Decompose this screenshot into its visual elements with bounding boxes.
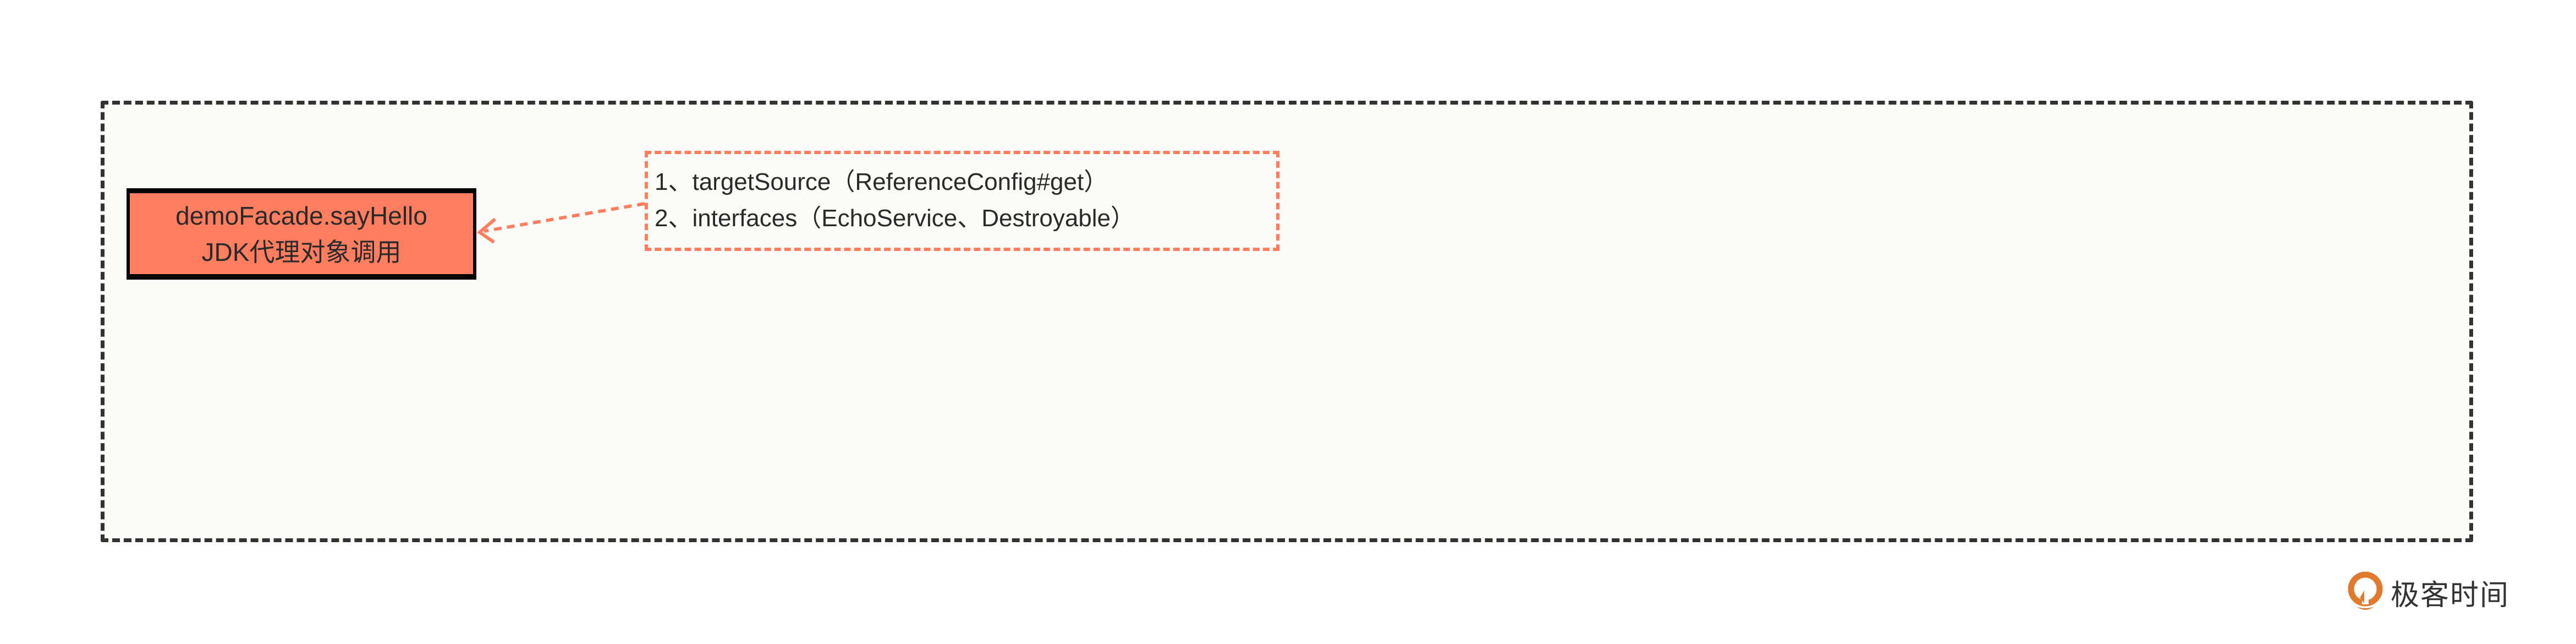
geektime-logo-text: 极客时间 [2391, 579, 2510, 612]
proxy-call-box: demoFacade.sayHello JDK代理对象调用 [127, 188, 476, 280]
note-line-interfaces: 2、interfaces（EchoService、Destroyable） [655, 205, 1135, 232]
proxy-call-method: demoFacade.sayHello [175, 201, 427, 230]
proxy-params-note: 1、targetSource（ReferenceConfig#get） 2、in… [645, 151, 1279, 251]
geektime-logo-icon [2348, 571, 2383, 610]
container-frame [101, 101, 2473, 542]
note-line-target-source: 1、targetSource（ReferenceConfig#get） [655, 168, 1108, 195]
geektime-logo: 极客时间 [2348, 571, 2509, 613]
proxy-call-desc: JDK代理对象调用 [201, 237, 402, 266]
arrowhead-icon [477, 217, 496, 244]
